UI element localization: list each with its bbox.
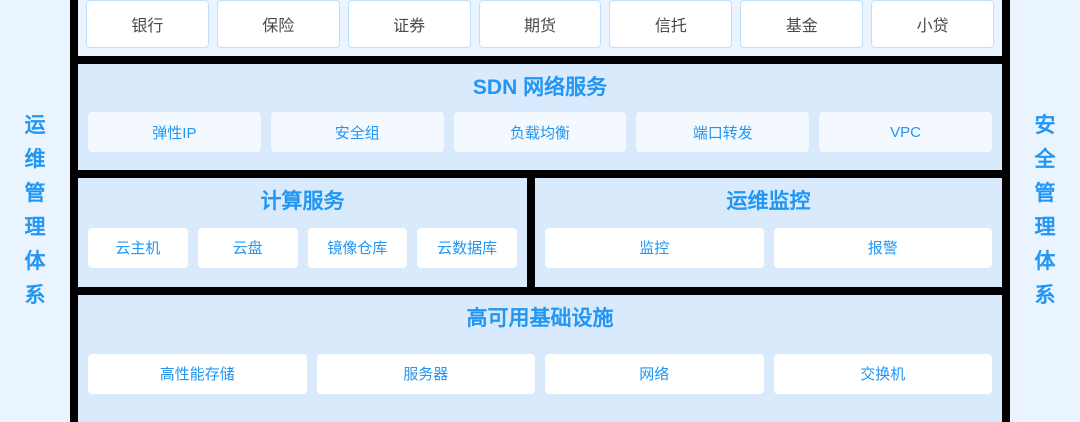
industry-chip[interactable]: 银行 [86,0,209,48]
sdn-item[interactable]: 负载均衡 [453,112,627,153]
infrastructure-item[interactable]: 服务器 [316,353,535,394]
compute-title: 计算服务 [260,190,345,213]
ops-monitor-section: 运维监控 监控 报警 [535,178,1002,287]
infrastructure-item[interactable]: 交换机 [773,353,992,394]
infrastructure-band: 高可用基础设施 高性能存储 服务器 网络 交换机 [78,295,1002,422]
ops-monitor-item[interactable]: 报警 [773,227,992,268]
industry-chip[interactable]: 保险 [216,0,340,48]
sdn-title: SDN 网络服务 [472,76,608,99]
sdn-item[interactable]: 安全组 [270,112,444,153]
industry-chip[interactable]: 小贷 [871,0,995,48]
sdn-band: SDN 网络服务 弹性IP 安全组 负载均衡 端口转发 VPC [78,64,1002,178]
industry-chip[interactable]: 信托 [609,0,733,48]
right-column-label: 安全管理体系 [1034,113,1056,308]
compute-section: 计算服务 云主机 云盘 镜像仓库 云数据库 [78,178,535,287]
sdn-item[interactable]: 端口转发 [636,112,810,153]
sdn-item[interactable]: 弹性IP [88,112,261,153]
ops-monitor-items: 监控 报警 [535,220,1002,287]
sdn-items: 弹性IP 安全组 负载均衡 端口转发 VPC [78,106,1002,170]
compute-item[interactable]: 云数据库 [417,227,517,268]
left-column-label: 运维管理体系 [24,113,46,308]
infrastructure-items: 高性能存储 服务器 网络 交换机 [78,337,1002,422]
sdn-item[interactable]: VPC [819,112,992,153]
compute-item[interactable]: 镜像仓库 [307,227,408,268]
compute-item[interactable]: 云主机 [88,227,188,268]
industry-chip[interactable]: 期货 [478,0,602,48]
industry-chip[interactable]: 基金 [740,0,864,48]
ops-monitor-title: 运维监控 [726,190,811,213]
diagram-frame: 银行 保险 证券 期货 信托 基金 小贷 SDN 网络服务 弹性IP 安全组 负… [70,0,1010,422]
left-vertical-column: 运维管理体系 [0,0,70,422]
industry-chip[interactable]: 证券 [347,0,471,48]
right-vertical-column: 安全管理体系 [1010,0,1080,422]
ops-monitor-item[interactable]: 监控 [545,227,764,268]
compute-items: 云主机 云盘 镜像仓库 云数据库 [78,220,527,287]
compute-item[interactable]: 云盘 [197,227,298,268]
compute-ops-band: 计算服务 云主机 云盘 镜像仓库 云数据库 运维监控 监控 报警 [78,178,1002,295]
infrastructure-item[interactable]: 高性能存储 [88,353,307,394]
industries-band: 银行 保险 证券 期货 信托 基金 小贷 [78,0,1002,64]
infrastructure-title: 高可用基础设施 [466,307,614,330]
infrastructure-item[interactable]: 网络 [545,353,764,394]
